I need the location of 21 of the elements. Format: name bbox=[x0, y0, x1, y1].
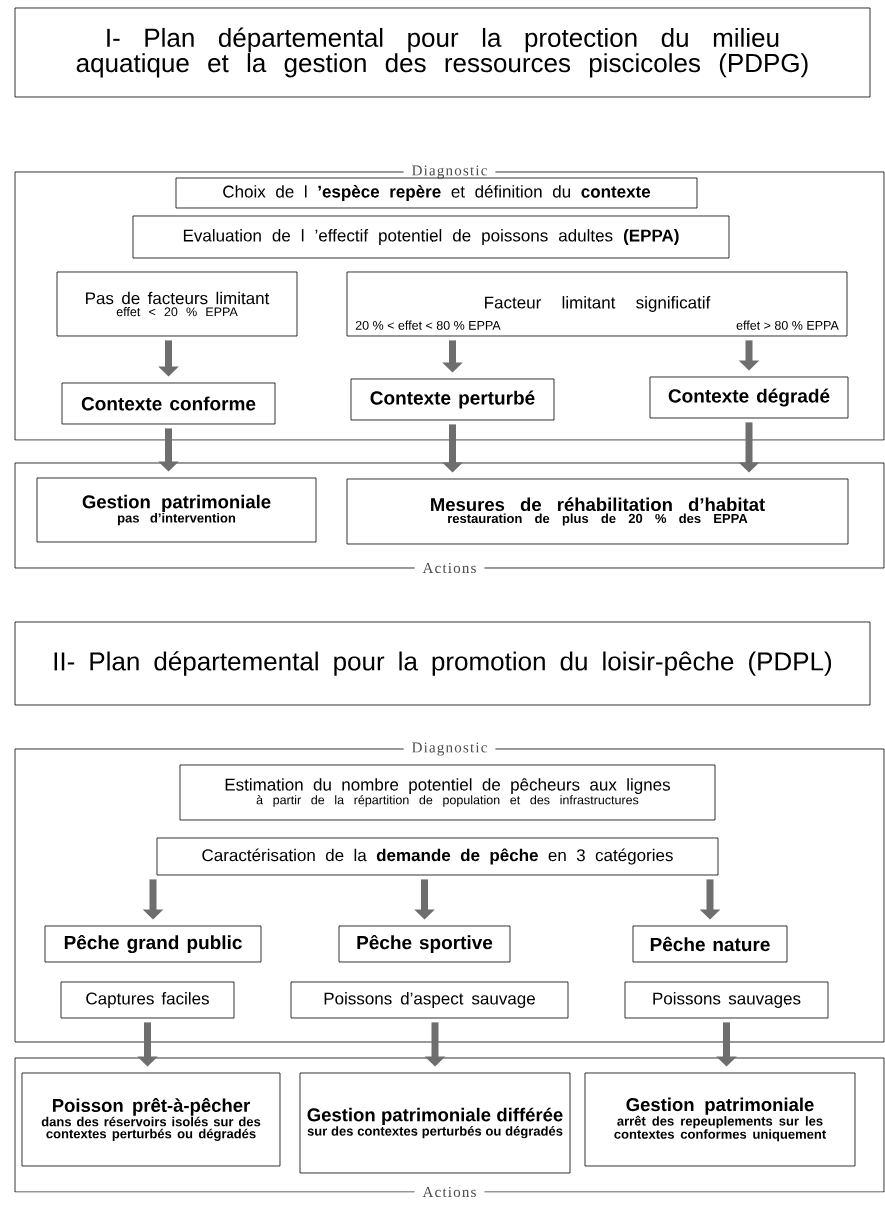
criterion-box: Facteur limitant significatif 20 % < effet < 80 % EPPA effet > 80 % EPPA bbox=[346, 271, 848, 337]
process-box: Estimation du nombre potentiel de pêcheurs aux lignes à partir de la répartition de population et des infrastructures bbox=[179, 764, 716, 821]
process-box: Poissons sauvages bbox=[624, 981, 829, 1019]
process-box: Evaluation de l ’effectif potentiel de poissons adultes (EPPA) bbox=[132, 215, 730, 259]
process-box: Caractérisation de la demande de pêche en 3 catégories bbox=[156, 837, 719, 876]
action-box: Gestion patrimoniale pas d’intervention bbox=[36, 477, 317, 543]
action-box: Gestion patrimoniale arrêt des repeuplements sur les contextes conformes uniquement bbox=[584, 1072, 856, 1167]
category-box: Pêche sportive bbox=[338, 925, 511, 963]
action-box: Mesures de réhabilitation d’habitat restauration de plus de 20 % des EPPA bbox=[346, 478, 849, 545]
action-box: Gestion patrimoniale différée sur des contextes perturbés ou dégradés bbox=[299, 1072, 571, 1174]
title-box: II- Plan départemental pour la promotion du loisir-pêche (PDPL) bbox=[14, 621, 871, 706]
category-box: Contexte conforme bbox=[61, 382, 276, 425]
category-box: Contexte dégradé bbox=[649, 376, 849, 419]
process-box: Poissons d’aspect sauvage bbox=[290, 981, 569, 1019]
process-box: Captures faciles bbox=[60, 981, 235, 1019]
category-box: Contexte perturbé bbox=[350, 378, 555, 421]
title-box: I- Plan départemental pour la protection du milieu aquatique et la gestion des ressources piscicoles (PDPG) bbox=[14, 7, 871, 98]
category-box: Pêche nature bbox=[632, 925, 788, 963]
category-box: Pêche grand public bbox=[44, 925, 262, 963]
process-box: Pas de facteurs limitant effet < 20 % EPPA bbox=[56, 271, 298, 337]
action-box: Poisson prêt-à-pêcher dans des réservoirs isolés sur des contextes perturbés ou dégradés bbox=[21, 1072, 281, 1167]
